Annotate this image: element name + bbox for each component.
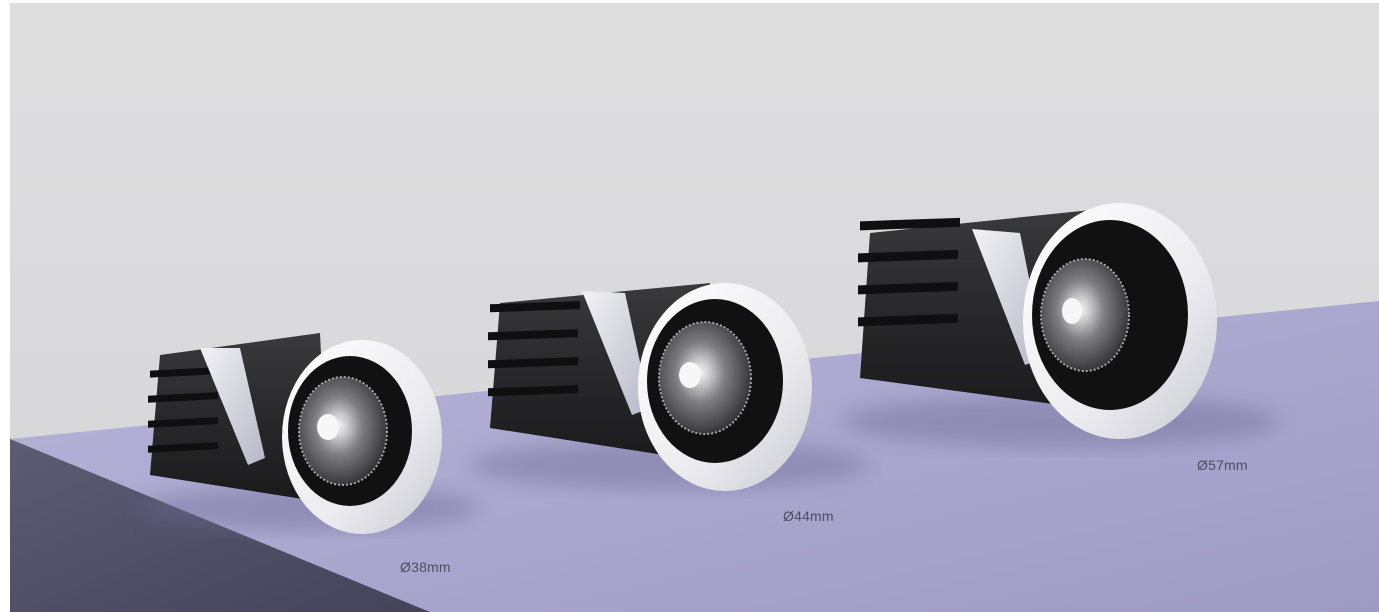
product-photo-scene: Ø38mm Ø44mm Ø57mm [10, 3, 1379, 612]
scene-illustration [10, 3, 1379, 612]
lens [299, 377, 387, 485]
downlight-medium [470, 283, 870, 491]
lens [1041, 259, 1129, 371]
lens [659, 322, 751, 434]
diameter-label-44mm: Ø44mm [783, 508, 834, 524]
downlight-large [840, 203, 1280, 447]
downlight-small [140, 333, 480, 534]
diameter-label-38mm: Ø38mm [400, 559, 451, 575]
diameter-label-57mm: Ø57mm [1197, 457, 1248, 473]
